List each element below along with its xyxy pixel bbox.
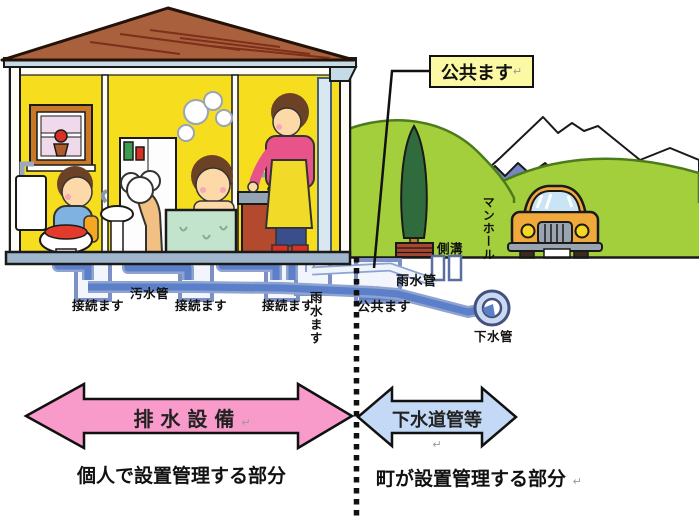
roof <box>0 6 356 62</box>
return-mark: ↵ <box>241 416 251 429</box>
return-mark: ↵ <box>572 475 582 488</box>
downspout <box>317 77 332 255</box>
label-sewer-main: 下水管 <box>474 329 514 344</box>
return-mark: ↵ <box>512 65 523 78</box>
windshield <box>528 190 582 213</box>
label-soil-pipe: 汚水管 <box>130 286 170 301</box>
kitchen-scene <box>237 93 315 254</box>
faucet <box>100 189 108 204</box>
side-gutter-channel <box>447 254 463 282</box>
sewer-pipes-arrow <box>356 385 518 449</box>
sewer-main-pipe <box>473 289 511 327</box>
label-connection-basin-3: 接続ます <box>262 298 315 313</box>
flower <box>54 129 68 143</box>
return-mark: ↵ <box>432 438 442 451</box>
drainage-equipment-arrow-label: 排 水 設 備 ↵ <box>133 407 251 431</box>
individual-managed-caption: 個人で設置管理する部分 <box>77 465 287 487</box>
gutter-elbow <box>329 66 358 82</box>
label-connection-basin-2: 接続ます <box>175 298 228 313</box>
side-gutter-channel <box>430 254 446 282</box>
toilet-tank <box>15 175 47 231</box>
grille <box>537 221 573 245</box>
boy-face <box>61 176 93 208</box>
steam <box>215 109 233 127</box>
apron <box>264 159 314 229</box>
label-manhole: マンホール <box>481 196 496 261</box>
public-basin-callout-label: 公共ます <box>440 62 513 84</box>
public-basin-callout: 公共ます ↵ <box>429 55 534 88</box>
label-public-basin: 公共ます <box>357 300 412 315</box>
label-rainwater-pipe: 雨水管 <box>396 274 437 289</box>
mother-pants <box>275 227 307 247</box>
headlight <box>520 223 536 239</box>
mother-face <box>272 107 302 137</box>
toilet-scene <box>15 104 99 255</box>
washroom-scene <box>100 137 177 253</box>
label-side-gutter: 側溝 <box>437 241 464 256</box>
floor-slab <box>4 250 352 266</box>
underground-pipes <box>52 254 511 327</box>
sewer-pipes-arrow-label: 下水道管等 ↵ <box>392 410 482 451</box>
planter <box>395 242 434 258</box>
toilet-seat <box>44 224 88 240</box>
label-connection-basin-1: 接続ます <box>72 298 125 313</box>
bottle <box>135 146 145 161</box>
bath-scene <box>164 91 238 256</box>
washbasin <box>100 205 134 223</box>
bathtub <box>164 208 238 256</box>
car <box>507 184 603 259</box>
callout-leader-line <box>372 69 430 269</box>
house <box>0 6 358 266</box>
bottle <box>123 141 134 161</box>
label-rainwater-basin: 雨水ます <box>307 291 323 345</box>
cypress-tree <box>395 124 434 258</box>
headlight <box>574 223 590 239</box>
bath-boy-face <box>195 167 231 203</box>
shampoo-foam <box>126 176 154 204</box>
drainage-equipment-arrow <box>23 381 355 451</box>
town-managed-caption: 町が設置管理する部分 ↵ <box>376 468 582 490</box>
room-divider <box>101 74 109 257</box>
